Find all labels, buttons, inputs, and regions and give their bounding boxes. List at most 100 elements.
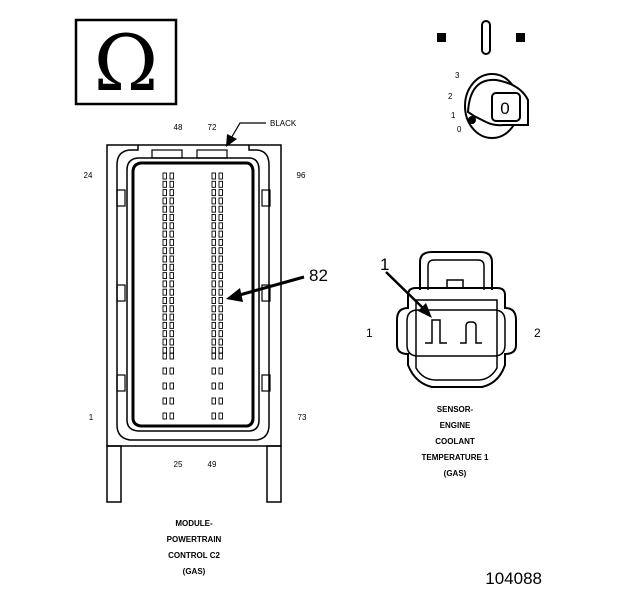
pin-cavity xyxy=(162,205,167,213)
connector-inner-frame xyxy=(126,157,260,432)
ect-pin-label-2: 2 xyxy=(534,326,541,340)
pin-cavity xyxy=(169,382,174,390)
pcm-caption-line-4: (GAS) xyxy=(183,567,206,576)
switch-position-3: 3 xyxy=(455,71,460,80)
pin-cavity xyxy=(162,305,167,313)
ect-sensor-connector xyxy=(396,251,517,388)
pin-cavity xyxy=(169,297,174,304)
pcm-caption-line-2: POWERTRAIN xyxy=(167,535,222,544)
pin-cavity xyxy=(162,338,167,346)
pin-cavity xyxy=(218,263,223,271)
pin-cavity xyxy=(169,197,174,205)
pin-cavity xyxy=(162,280,167,288)
ect-callout-label: 1 xyxy=(380,255,389,274)
pin-label-72: 72 xyxy=(208,123,217,132)
pin-label-25: 25 xyxy=(174,460,183,469)
pin-cavity xyxy=(211,321,216,329)
pin-cavity xyxy=(162,197,167,205)
pin-cavity xyxy=(218,321,223,329)
pin-cavity xyxy=(218,313,223,321)
ohm-icon: Ω xyxy=(94,19,159,109)
ect-caption-line-3: COOLANT xyxy=(435,437,475,446)
ect-callout-1: 1 xyxy=(380,255,432,318)
pin-cavity xyxy=(211,305,216,313)
connector-pin-grid xyxy=(162,172,223,420)
pin-cavity xyxy=(218,205,223,213)
pin-cavity xyxy=(218,247,223,255)
pin-cavity xyxy=(218,189,223,197)
pin-cavity xyxy=(211,346,216,354)
pin-cavity xyxy=(218,238,223,246)
pcm-connector xyxy=(106,144,282,503)
pin-cavity xyxy=(169,397,174,405)
ect-caption-line-4: TEMPERATURE 1 xyxy=(422,453,490,462)
pin-cavity xyxy=(162,352,167,360)
pin-label-96: 96 xyxy=(297,171,306,180)
pin-cavity xyxy=(169,338,174,346)
pin-cavity xyxy=(211,222,216,230)
pin-cavity xyxy=(211,412,216,420)
pin-cavity xyxy=(211,330,216,338)
pin-cavity xyxy=(218,305,223,313)
pin-cavity xyxy=(162,297,167,304)
connector-inner-frame-2 xyxy=(131,161,255,428)
switch-position-1: 1 xyxy=(451,111,456,120)
pin-cavity xyxy=(211,367,216,375)
ect-caption-line-1: SENSOR- xyxy=(437,405,474,414)
pin-cavity xyxy=(211,382,216,390)
pin-label-49: 49 xyxy=(208,460,217,469)
pin-cavity xyxy=(218,288,223,296)
pin-cavity xyxy=(218,230,223,238)
pin-cavity xyxy=(162,382,167,390)
pin-cavity xyxy=(211,230,216,238)
pin-cavity xyxy=(162,172,167,180)
pin-cavity xyxy=(211,272,216,280)
pin-label-1: 1 xyxy=(89,413,94,422)
pin-cavity xyxy=(162,397,167,405)
pin-cavity xyxy=(211,197,216,205)
ignition-switch: 3 2 1 0 0 xyxy=(437,20,529,139)
pin-cavity xyxy=(162,238,167,246)
pin-cavity xyxy=(218,382,223,390)
pin-cavity xyxy=(218,180,223,188)
pin-cavity xyxy=(211,180,216,188)
pin-cavity xyxy=(218,412,223,420)
ect-terminal-2 xyxy=(460,321,482,344)
pin-cavity xyxy=(169,280,174,288)
pin-cavity xyxy=(169,272,174,280)
pin-cavity xyxy=(162,412,167,420)
pin-cavity xyxy=(162,321,167,329)
pin-cavity xyxy=(162,247,167,255)
ect-outer-body xyxy=(396,287,517,388)
ect-terminal-1 xyxy=(425,319,447,344)
pin-cavity xyxy=(162,330,167,338)
connector-housing xyxy=(106,144,282,447)
pin-cavity xyxy=(169,222,174,230)
switch-position-0: 0 xyxy=(457,125,462,134)
pin-cavity xyxy=(218,338,223,346)
pin-cavity xyxy=(218,330,223,338)
pin-cavity xyxy=(169,172,174,180)
figure-number: 104088 xyxy=(485,569,542,588)
switch-right-dot xyxy=(516,33,525,42)
pin-cavity xyxy=(218,214,223,221)
key-label: 0 xyxy=(500,99,509,118)
pin-cavity xyxy=(218,280,223,288)
pin-cavity xyxy=(162,263,167,271)
pin-cavity xyxy=(169,230,174,238)
pin-cavity xyxy=(169,238,174,246)
callout-82: 82 xyxy=(226,266,328,302)
ect-pin-label-1: 1 xyxy=(366,326,373,340)
pcm-caption-line-3: CONTROL C2 xyxy=(168,551,220,560)
pin-cavity xyxy=(169,214,174,221)
pin-cavity xyxy=(211,247,216,255)
pin-cavity xyxy=(218,397,223,405)
pin-cavity xyxy=(169,412,174,420)
pin-cavity xyxy=(169,180,174,188)
wire-color-label: BLACK xyxy=(270,119,297,128)
pin-cavity xyxy=(162,214,167,221)
pin-cavity xyxy=(218,222,223,230)
pin-cavity xyxy=(169,247,174,255)
pin-cavity xyxy=(162,272,167,280)
